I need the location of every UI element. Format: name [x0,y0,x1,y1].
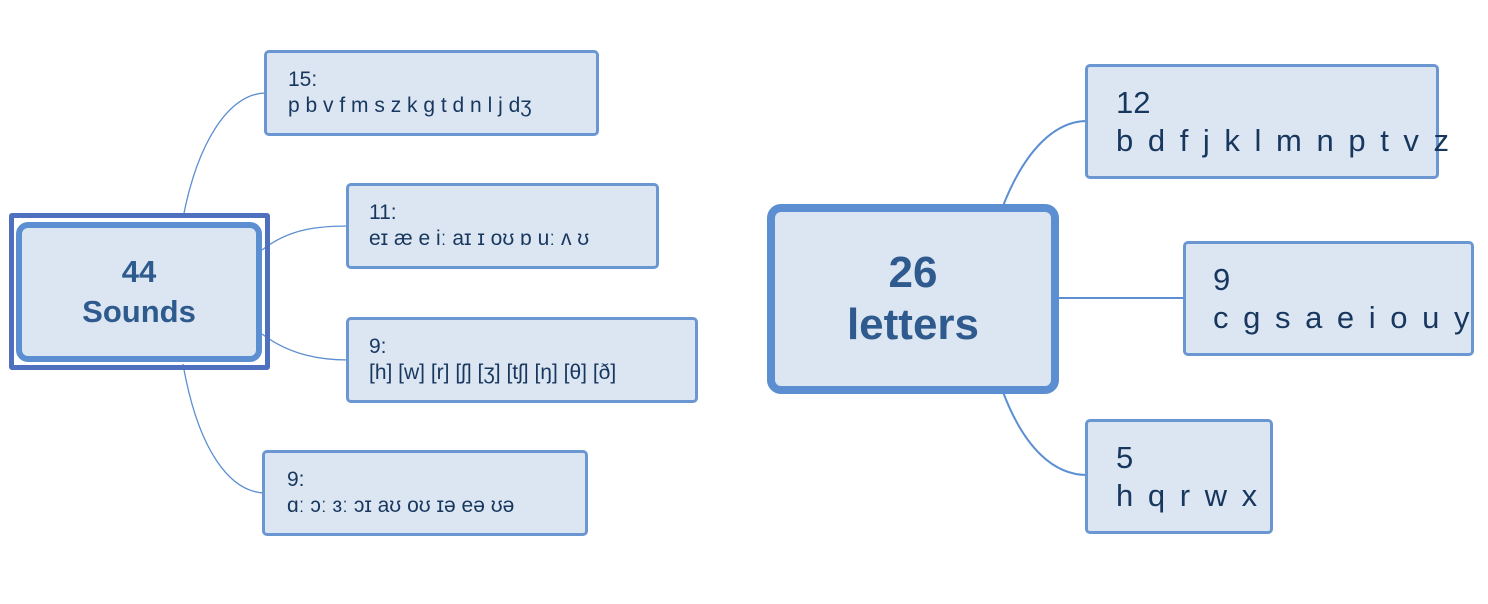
branch-items: h q r w x [1116,478,1261,513]
branch-items: [h] [w] [r] [ʃ] [ʒ] [tʃ] [ŋ] [θ] [ð] [369,361,617,384]
branch-items: eɪ æ e iː aɪ ɪ oʊ ɒ uː ʌ ʊ [369,227,590,250]
branch-count: 11: [369,201,397,224]
central-node-letters[interactable]: 26 letters [767,204,1059,394]
branch-items: ɑː ɔː ɜː ɔɪ aʊ oʊ ɪə eə ʊə [287,494,515,517]
connector-letters-to-branch-3 [1002,391,1088,476]
connector-sounds-to-branch-3 [261,333,350,361]
branch-count: 9: [287,468,305,491]
branch-items: p b v f m s z k g t d n l j dʒ [288,94,532,117]
letters-branch-9[interactable]: 9 c g s a e i o u y [1183,241,1474,356]
sounds-label: Sounds [82,294,196,329]
connector-sounds-to-branch-4 [182,363,267,494]
letters-branch-5[interactable]: 5 h q r w x [1085,419,1273,534]
sounds-branch-vowels-9[interactable]: 9: ɑː ɔː ɜː ɔɪ aʊ oʊ ɪə eə ʊə [262,450,588,536]
branch-count: 15: [288,68,318,91]
branch-items: b d f j k l m n p t v z [1116,123,1453,158]
connector-letters-to-branch-1 [1002,120,1088,207]
sounds-number: 44 [121,254,157,289]
letters-label: letters [846,300,980,349]
connector-sounds-to-branch-2 [261,225,350,251]
letters-branch-12[interactable]: 12 b d f j k l m n p t v z [1085,64,1453,179]
branch-count: 12 [1116,85,1151,120]
central-node-sounds[interactable]: 44 Sounds [16,222,262,362]
branch-count: 5 [1116,440,1134,475]
sounds-branch-vowels-11[interactable]: 11: eɪ æ e iː aɪ ɪ oʊ ɒ uː ʌ ʊ [346,183,659,269]
connector-sounds-to-branch-1 [182,92,267,219]
selection-frame [9,213,270,370]
letters-number: 26 [888,248,938,297]
branch-count: 9: [369,335,387,358]
sounds-branch-consonants-9[interactable]: 9: [h] [w] [r] [ʃ] [ʒ] [tʃ] [ŋ] [θ] [ð] [346,317,698,403]
branch-items: c g s a e i o u y [1213,300,1473,335]
sounds-branch-consonants-15[interactable]: 15: p b v f m s z k g t d n l j dʒ [264,50,599,136]
branch-count: 9 [1213,262,1231,297]
